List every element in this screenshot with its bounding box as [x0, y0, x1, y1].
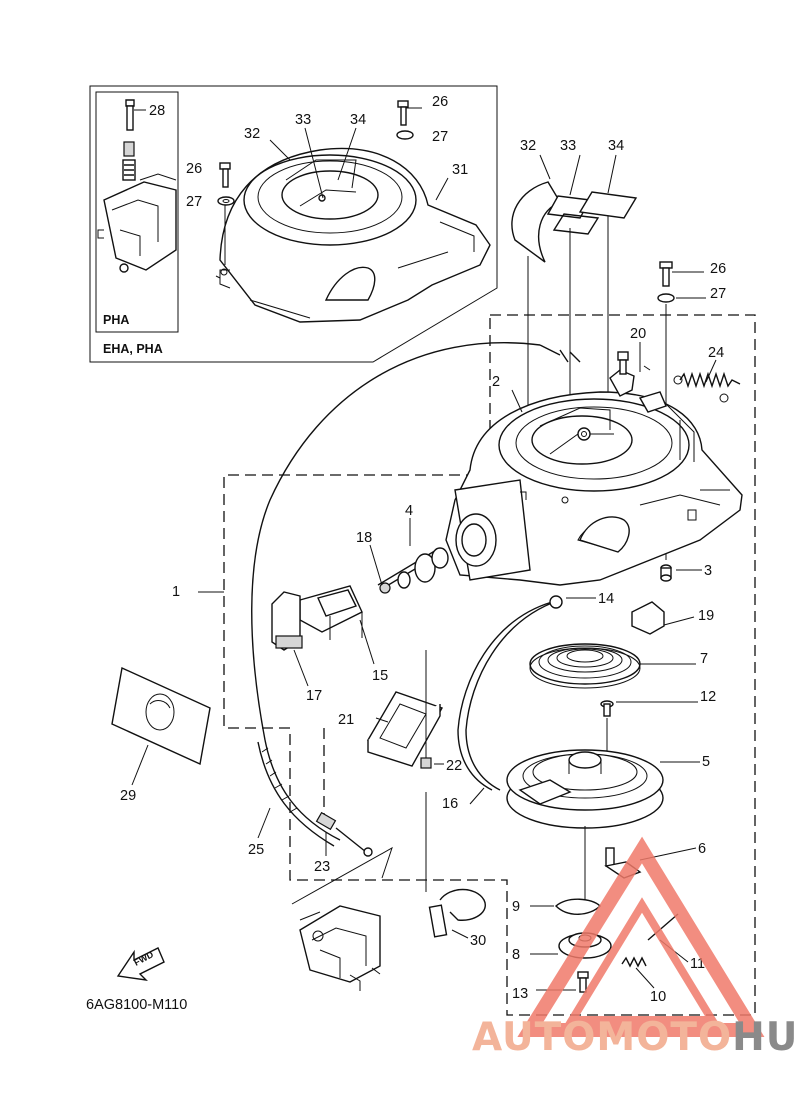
inset-callout-33: 33	[295, 112, 311, 128]
fwd-arrow: FWD	[116, 947, 165, 981]
callout-8: 8	[512, 947, 520, 963]
watermark-triangle	[517, 836, 765, 1037]
callout-33: 33	[560, 138, 576, 154]
inset-callout-27b: 27	[186, 194, 202, 210]
callout-27: 27	[710, 286, 726, 302]
callout-19: 19	[698, 608, 714, 624]
cam-plate-20	[617, 351, 629, 375]
inset-pha-box	[95, 91, 179, 333]
callout-29: 29	[120, 788, 136, 804]
callout-14: 14	[598, 591, 614, 607]
inset-callout-26b: 26	[186, 161, 202, 177]
cover-plate-29	[111, 666, 211, 766]
callout-7: 7	[700, 651, 708, 667]
assembly-boundary	[223, 314, 756, 1016]
callout-32: 32	[520, 138, 536, 154]
clip-30	[428, 888, 486, 938]
part-19	[631, 601, 665, 635]
bracket-17	[271, 591, 303, 651]
callout-4: 4	[405, 503, 413, 519]
starter-housing	[445, 369, 743, 586]
watermark-part2: HUB	[732, 1015, 800, 1060]
bolt-22	[420, 757, 432, 769]
bolt-12	[600, 700, 614, 717]
inset-callout-26: 26	[432, 94, 448, 110]
callout-12: 12	[700, 689, 716, 705]
callout-26: 26	[710, 261, 726, 277]
part-3	[660, 564, 672, 582]
pin-11	[647, 913, 679, 941]
callout-31: 31	[452, 162, 468, 178]
washer-9	[554, 898, 601, 915]
engine-bracket-drawing	[291, 846, 393, 991]
bracket-21	[366, 691, 444, 767]
reel-pulley-5	[506, 749, 664, 829]
callout-24: 24	[708, 345, 724, 361]
callout-3: 3	[704, 563, 712, 579]
inset-callout-27: 27	[432, 129, 448, 145]
callout-13: 13	[512, 986, 528, 1002]
callout-21: 21	[338, 712, 354, 728]
callout-9: 9	[512, 899, 520, 915]
callout-17: 17	[306, 688, 322, 704]
watermark-logo: AUTOMOTOHUB	[472, 1016, 800, 1060]
inset-starter-cover	[215, 147, 491, 323]
rope-guide-4	[377, 547, 449, 594]
pha-bracket-drawing	[97, 99, 177, 273]
callout-1: 1	[172, 584, 180, 600]
inset-eha-pha: PHA EHA, PHA	[89, 85, 498, 363]
inset-pha-label: PHA	[103, 313, 129, 327]
inset-callout-34: 34	[350, 112, 366, 128]
callout-30: 30	[470, 933, 486, 949]
cable-25	[264, 739, 341, 841]
callout-25: 25	[248, 842, 264, 858]
decal-set	[511, 181, 638, 470]
callout-23: 23	[314, 859, 330, 875]
cable-16	[457, 599, 561, 791]
callout-16: 16	[442, 796, 458, 812]
spiral-spring-7	[529, 643, 641, 689]
watermark-part1: AUTOMOTO	[472, 1015, 733, 1060]
callout-10: 10	[650, 989, 666, 1005]
callout-28: 28	[149, 103, 165, 119]
inset-eha-pha-label: EHA, PHA	[103, 342, 163, 356]
bolt-13	[577, 971, 589, 993]
callout-15: 15	[372, 668, 388, 684]
callout-5: 5	[702, 754, 710, 770]
callout-6: 6	[698, 841, 706, 857]
callout-22: 22	[446, 758, 462, 774]
callout-2: 2	[492, 374, 500, 390]
part-code: 6AG8100-M110	[86, 997, 187, 1013]
inset-callout-32: 32	[244, 126, 260, 142]
spring-24	[673, 371, 741, 403]
spring-10	[621, 956, 647, 968]
handle-15	[299, 585, 363, 640]
callout-18: 18	[356, 530, 372, 546]
starter-rope	[251, 342, 541, 741]
callout-34: 34	[608, 138, 624, 154]
callout-20: 20	[630, 326, 646, 342]
